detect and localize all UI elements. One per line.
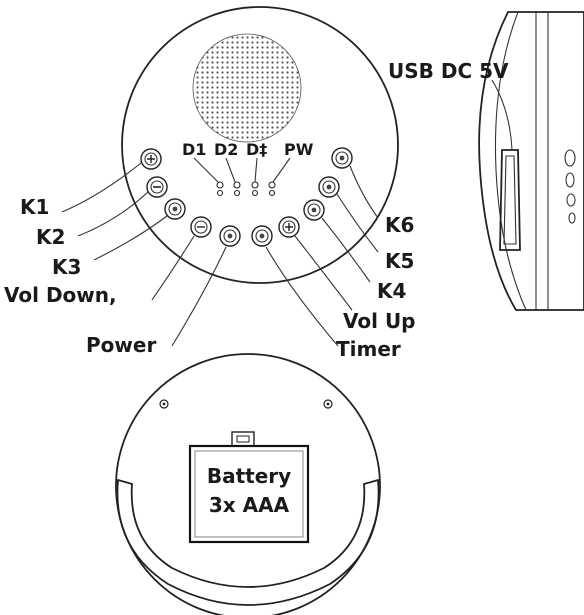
usb-label: USB DC 5V — [388, 59, 509, 83]
vol-up-label: Vol Up — [343, 309, 416, 333]
power-button[interactable] — [219, 225, 241, 247]
k2-leader — [77, 191, 149, 237]
side-vents — [564, 149, 576, 224]
k6-button[interactable] — [331, 147, 353, 169]
timer-icon — [259, 233, 265, 239]
k5-button[interactable] — [318, 176, 340, 198]
vol-up-button[interactable] — [278, 216, 300, 238]
vol-down-button[interactable] — [190, 216, 212, 238]
timer-button[interactable] — [251, 225, 273, 247]
k6-label: K6 — [385, 213, 414, 237]
vol-down-label: Vol Down, — [4, 283, 117, 307]
k1-label: K1 — [20, 195, 49, 219]
battery-label-line2: 3x AAA — [209, 493, 290, 517]
k2-label: K2 — [36, 225, 65, 249]
led-d1 — [216, 181, 224, 197]
k5-label: K5 — [385, 249, 414, 273]
led-pw-label: PW — [284, 140, 314, 159]
k2-button[interactable] — [146, 176, 168, 198]
k5-leader — [336, 193, 379, 253]
battery-latch[interactable] — [231, 431, 255, 447]
back-view: Battery 3x AAA — [115, 353, 381, 615]
led-pw — [268, 181, 276, 197]
side-inner-edge — [494, 11, 527, 311]
led-d3-leader — [254, 157, 258, 183]
led-d3 — [251, 181, 259, 197]
power-icon — [227, 233, 233, 239]
side-body-outline — [478, 11, 584, 311]
k3-leader — [93, 215, 168, 261]
battery-label-line1: Battery — [207, 464, 291, 488]
sound-icon — [172, 206, 178, 212]
sound-icon — [339, 155, 345, 161]
back-stand[interactable] — [116, 478, 380, 606]
sound-icon — [311, 207, 317, 213]
k4-leader — [321, 217, 371, 283]
side-view: USB DC 5V — [388, 11, 584, 311]
power-label: Power — [86, 333, 156, 357]
led-d2-leader — [225, 157, 236, 183]
battery-cover[interactable] — [188, 444, 310, 544]
speaker-grille — [192, 33, 302, 143]
led-d1-leader — [193, 157, 219, 183]
k4-button[interactable] — [303, 199, 325, 221]
k1-button[interactable] — [140, 148, 162, 170]
led-d3-label: D‡ — [246, 140, 267, 159]
usb-leader — [491, 79, 513, 151]
led-d1-label: D1 — [182, 140, 206, 159]
led-d2-label: D2 — [214, 140, 238, 159]
k6-leader — [349, 165, 379, 219]
front-body-outline — [121, 6, 399, 284]
front-view: D1 D2 D‡ PW — [4, 6, 416, 361]
screw-hole-right — [323, 399, 333, 409]
usb-port[interactable] — [499, 149, 521, 251]
vol-up-leader — [294, 235, 353, 311]
timer-label: Timer — [336, 337, 401, 361]
k3-label: K3 — [52, 255, 81, 279]
vol-down-leader — [151, 235, 195, 301]
sound-icon — [326, 184, 332, 190]
timer-leader — [265, 246, 339, 347]
k4-label: K4 — [377, 279, 406, 303]
led-pw-leader — [272, 157, 291, 183]
plus-icon — [147, 155, 155, 163]
back-body-outline — [115, 353, 381, 615]
power-leader — [171, 246, 227, 347]
led-d2 — [233, 181, 241, 197]
k1-leader — [61, 162, 142, 213]
volume-up-icon — [285, 223, 293, 231]
screw-hole-left — [159, 399, 169, 409]
k3-button[interactable] — [164, 198, 186, 220]
